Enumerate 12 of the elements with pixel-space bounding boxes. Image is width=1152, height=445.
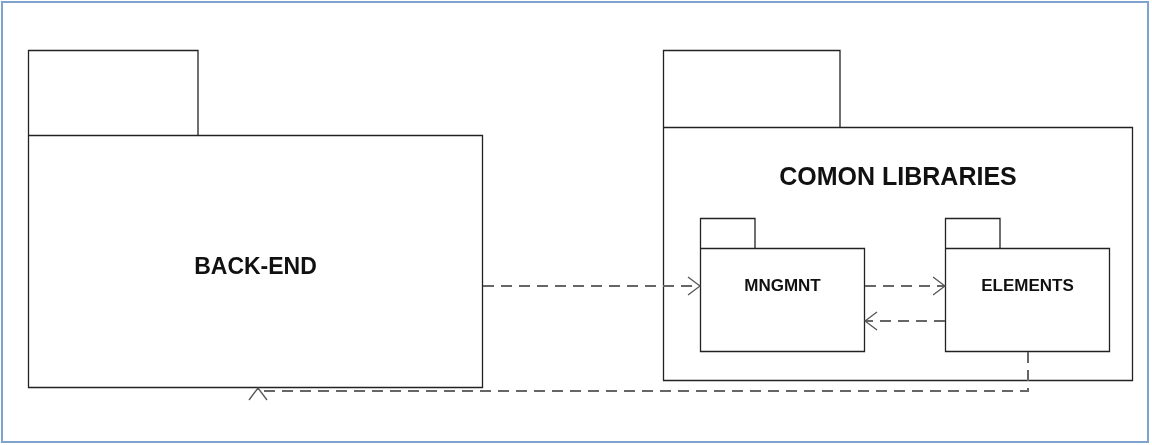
package-label: ELEMENTS — [980, 276, 1075, 296]
package-shape — [28, 50, 483, 388]
package-label: MNGMNT — [743, 276, 822, 296]
dependency-arrow — [864, 311, 946, 331]
dependency-arrow — [248, 351, 1029, 401]
dependency-arrow — [482, 276, 701, 296]
package-label: COMON LIBRARIES — [778, 162, 1018, 191]
package-label: BACK-END — [193, 253, 318, 280]
package-shape — [663, 50, 1133, 381]
dependency-arrow — [864, 276, 946, 296]
package-shape — [945, 218, 1110, 352]
package-shape — [700, 218, 865, 352]
